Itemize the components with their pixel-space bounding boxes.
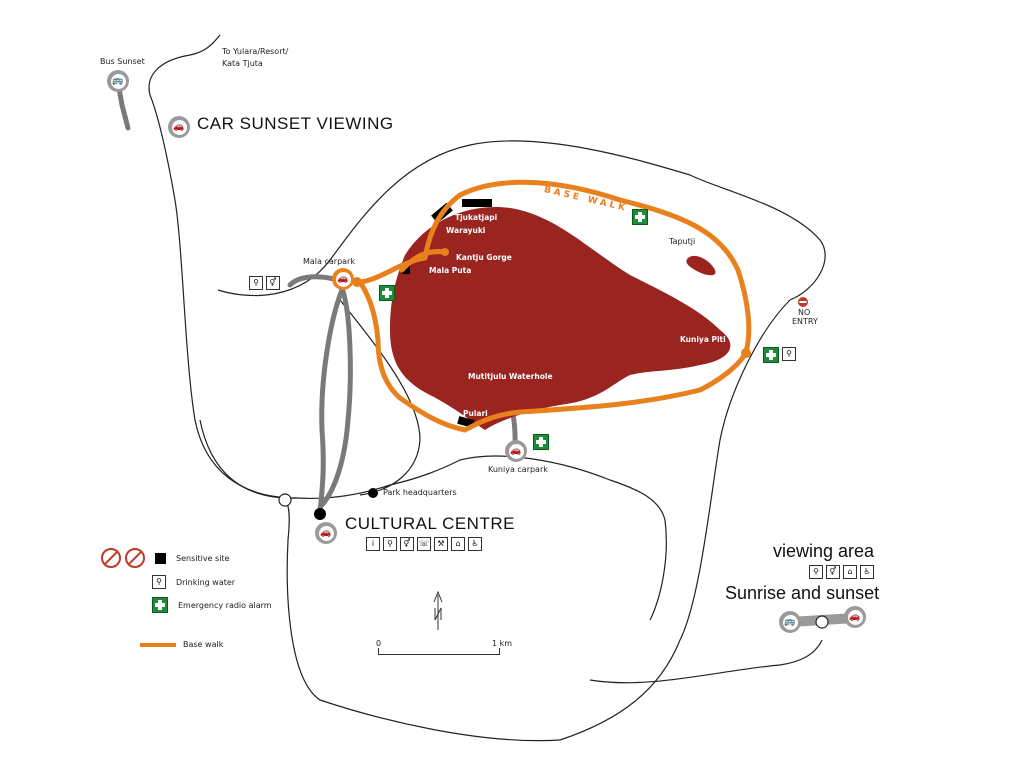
legend-base-walk: Base walk	[183, 640, 224, 649]
first-aid-icon	[152, 597, 168, 613]
bus-icon: 🚌	[782, 614, 798, 630]
road-to-yulara	[148, 34, 221, 96]
label-no: NO	[798, 308, 811, 317]
label-kuniya-carpark: Kuniya carpark	[488, 465, 548, 474]
first-aid-icon	[379, 285, 395, 301]
label-car-sunset: CAR SUNSET VIEWING	[197, 114, 394, 133]
sunrise-car-marker[interactable]: 🚗	[844, 606, 866, 628]
cultural-centre-marker[interactable]: 🚗	[315, 522, 337, 544]
kuniya-first-aid	[533, 434, 549, 454]
label-mala-puta: Mala Puta	[429, 266, 472, 275]
legend-drinking-water-row: ⚲ Drinking water	[152, 575, 235, 589]
cultural-amenities: i ⚲ ⚥ ☏ ⚒ ⌂ ♿	[366, 537, 482, 551]
label-bus-sunset: Bus Sunset	[100, 57, 145, 66]
label-kata-tjuta: Kata Tjuta	[222, 59, 263, 68]
uluru-rock	[390, 207, 731, 430]
first-aid-icon	[632, 209, 648, 225]
picnic-shelter-icon: ⌂	[843, 565, 857, 579]
bus-icon: 🚌	[110, 73, 126, 89]
car-icon: 🚗	[847, 609, 863, 625]
scale-bar	[378, 648, 500, 655]
legend-sensitive-site: Sensitive site	[176, 553, 230, 563]
road-north-loop	[217, 140, 826, 301]
road-south-loop	[284, 499, 561, 742]
sunrise-bus-marker[interactable]: 🚌	[779, 611, 801, 633]
drinking-water-icon: ⚲	[782, 347, 796, 361]
base-walk-first-aid	[632, 209, 648, 229]
drinking-water-icon: ⚲	[383, 537, 397, 551]
drinking-water-icon: ⚲	[809, 565, 823, 579]
label-warayuki: Warayuki	[446, 226, 486, 235]
car-icon: 🚗	[508, 443, 524, 459]
junction-node	[278, 493, 292, 507]
road-sunrise	[589, 639, 823, 684]
legend-emergency: Emergency radio alarm	[178, 600, 272, 610]
label-pulari: Pulari	[463, 409, 488, 418]
base-walk-node-mala	[352, 277, 362, 287]
car-sunset-marker[interactable]: 🚗	[168, 116, 190, 138]
base-walk-node-kantju	[441, 248, 449, 256]
toilets-icon: ⚥	[266, 276, 280, 290]
car-icon: 🚗	[318, 525, 334, 541]
first-aid-icon	[533, 434, 549, 450]
label-viewing-area: viewing area	[773, 541, 875, 561]
label-mutitjulu: Mutitjulu Waterhole	[468, 372, 553, 381]
bus-sunset-marker[interactable]: 🚌	[107, 70, 129, 92]
info-icon: i	[366, 537, 380, 551]
base-walk-node-kuniya-piti	[741, 348, 751, 358]
park-hq-node	[368, 488, 378, 498]
label-kuniya-piti: Kuniya Piti	[680, 335, 726, 344]
kuniya-carpark-marker[interactable]: 🚗	[505, 440, 527, 462]
drinking-water-icon: ⚲	[249, 276, 263, 290]
picnic-shelter-icon: ⌂	[451, 537, 465, 551]
cultural-node	[314, 508, 326, 520]
road-west-bend	[339, 299, 421, 496]
first-aid-icon	[763, 347, 779, 363]
legend-drinking-water: Drinking water	[176, 577, 236, 587]
sensitive-site-swatch	[155, 552, 166, 564]
mala-first-aid	[379, 285, 395, 305]
car-icon: 🚗	[171, 119, 187, 135]
wheelchair-icon: ♿	[468, 537, 482, 551]
no-photography-icon	[101, 548, 121, 568]
wheelchair-icon: ♿	[860, 565, 874, 579]
road-east	[559, 299, 791, 741]
toilets-icon: ⚥	[400, 537, 414, 551]
sensitive-site-tjukatjapi	[462, 199, 492, 207]
scale-0: 0	[376, 639, 382, 648]
no-video-icon	[125, 548, 145, 568]
label-park-hq: Park headquarters	[383, 488, 457, 497]
legend-no-photo: Sensitive site	[101, 548, 229, 568]
food-icon: ⚒	[434, 537, 448, 551]
road-cultural	[296, 455, 667, 621]
north-arrow-icon	[433, 590, 443, 630]
label-kantju-gorge: Kantju Gorge	[456, 253, 512, 262]
label-tjukatjapi: Tjukatjapi	[455, 213, 498, 222]
road-outer-loop	[149, 94, 298, 499]
mala-amenities: ⚲ ⚥	[249, 276, 280, 290]
east-amenities: ⚲	[763, 347, 796, 363]
label-cultural-centre: CULTURAL CENTRE	[345, 514, 515, 533]
scale-1km: 1 km	[492, 639, 513, 648]
label-to-yulara: To Yulara/Resort/	[222, 47, 289, 56]
label-mala-carpark: Mala carpark	[303, 257, 355, 266]
toilets-icon: ⚥	[826, 565, 840, 579]
drinking-water-icon: ⚲	[152, 575, 166, 589]
road-west-edge	[199, 419, 298, 499]
track-mala	[287, 274, 353, 508]
legend-emergency-row: Emergency radio alarm	[152, 597, 272, 613]
taputji-outcrop	[686, 255, 716, 276]
label-taputji: Taputji	[669, 237, 696, 246]
car-icon: 🚗	[335, 271, 351, 287]
phone-icon: ☏	[417, 537, 431, 551]
label-sunrise-sunset: Sunrise and sunset	[725, 583, 880, 603]
label-entry: ENTRY	[792, 317, 818, 326]
track-mala-2	[317, 287, 345, 515]
sunrise-junction-node	[815, 615, 829, 629]
sunrise-amenities: ⚲ ⚥ ⌂ ♿	[809, 565, 874, 579]
mala-carpark-marker[interactable]: 🚗	[332, 268, 354, 290]
